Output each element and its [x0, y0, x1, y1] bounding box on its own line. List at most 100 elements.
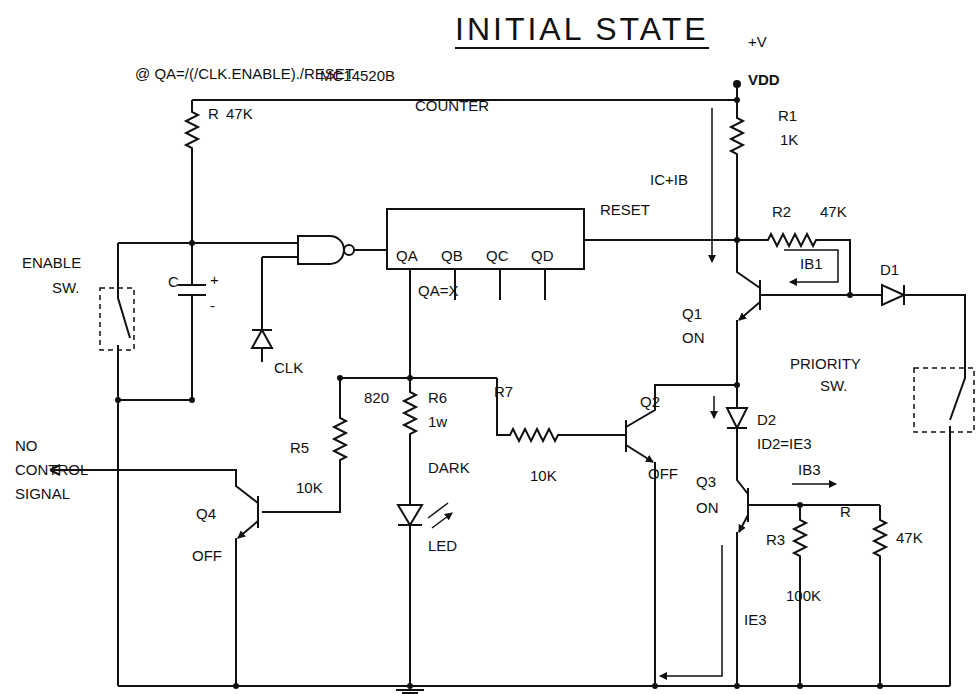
component-name: Q2 [640, 394, 660, 411]
emitter-arrow [238, 521, 258, 538]
junction-dot [797, 502, 803, 508]
enable-switch-wire [118, 243, 192, 686]
junction-dot [734, 382, 740, 388]
junction-dot [407, 683, 413, 689]
pin-name: QA [396, 248, 418, 265]
component-name: C [168, 274, 179, 291]
gate-input-wire [192, 243, 298, 257]
clk-diode-symbol [252, 257, 272, 362]
component-name: R6 [428, 390, 447, 407]
component-value: 47K [226, 106, 253, 123]
component-name: R7 [494, 384, 513, 401]
switch-label: SW. [52, 280, 80, 297]
signal-name: NO [15, 438, 38, 455]
junction-dot [652, 683, 658, 689]
state-label: OFF [192, 548, 222, 565]
junction-dot [734, 683, 740, 689]
led-light-arrow [428, 503, 452, 528]
ground-symbol [396, 690, 424, 693]
pin-name: QB [441, 248, 463, 265]
junction-dot [797, 683, 803, 689]
switch-label: ENABLE [22, 255, 81, 272]
component-name: R5 [290, 440, 309, 457]
component-name: Q1 [682, 306, 702, 323]
signal-name: QA=X [418, 283, 458, 300]
counter-ic-box: MC14520BCOUNTERQAQBQCQD [386, 208, 585, 270]
component-value: 100K [786, 588, 821, 605]
current-arrow [792, 483, 836, 485]
inverter-bubble [344, 245, 354, 255]
resistor-symbol [262, 378, 346, 512]
junction-dot [189, 397, 195, 403]
signal-name: CLK [274, 360, 303, 377]
junction-dot [734, 237, 740, 243]
current-label: IB3 [798, 462, 821, 479]
component-name: Q3 [696, 474, 716, 491]
wire [736, 532, 738, 686]
block-title: COUNTER [415, 98, 489, 115]
junction-dot [847, 292, 853, 298]
junction-dot [733, 80, 741, 88]
switch-outline [100, 288, 134, 350]
component-name: Q4 [196, 506, 216, 523]
supply-label: VDD [748, 72, 780, 89]
component-name: R1 [778, 108, 797, 125]
component-name: R [840, 504, 851, 521]
component-value: 1K [780, 132, 798, 149]
junction-dot [877, 683, 883, 689]
capacitor-symbol [178, 243, 206, 400]
state-label: DARK [428, 460, 470, 477]
current-arrow [711, 108, 713, 262]
resistor-symbol [497, 378, 626, 441]
state-label: OFF [648, 466, 678, 483]
current-arrow [784, 250, 838, 282]
transistor-q1 [731, 110, 760, 310]
junction-dot [115, 397, 121, 403]
state-label: ON [696, 500, 719, 517]
supply-label: +V [748, 34, 767, 51]
resistor-symbol [585, 234, 850, 295]
current-label: IE3 [744, 612, 767, 629]
diode-d1-symbol [850, 285, 965, 686]
resistor-symbol [340, 270, 497, 505]
wire [235, 538, 237, 686]
nand-gate-symbol [298, 236, 344, 264]
emitter-arrow [739, 515, 748, 532]
current-arrow [660, 545, 722, 676]
component-value: 47K [820, 204, 847, 221]
ground-rail [118, 685, 950, 687]
junction-dot [407, 375, 413, 381]
current-arrow [713, 396, 715, 418]
component-name: D1 [880, 262, 899, 279]
state-label: ON [682, 330, 705, 347]
transistor-q2 [626, 385, 737, 452]
counter-output-pin [455, 270, 545, 300]
component-name: D2 [757, 412, 776, 429]
transistor-q4 [50, 470, 258, 528]
component-rating: 1w [428, 414, 447, 431]
wire [654, 462, 656, 686]
polarity-mark: - [210, 298, 215, 315]
current-label: ID2=IE3 [757, 436, 812, 453]
transistor-q3 [727, 408, 880, 522]
component-name: LED [428, 538, 457, 555]
resistor-symbol [874, 505, 886, 686]
diagram-title: INITIAL STATE [455, 12, 709, 49]
component-name: R3 [766, 532, 785, 549]
emitter-arrow [739, 302, 760, 320]
current-label: IC+IB [650, 172, 688, 189]
component-value: 10K [296, 480, 323, 497]
equation-note: @ QA=/(/CLK.ENABLE)./RESET [135, 66, 354, 83]
component-name: R2 [772, 204, 791, 221]
signal-name: RESET [600, 202, 650, 219]
wire [736, 320, 738, 408]
switch-label: PRIORITY [790, 356, 861, 373]
component-name: R [208, 106, 219, 123]
junction-dot [233, 683, 239, 689]
switch-label: SW. [820, 378, 848, 395]
signal-name: CONTROL [15, 462, 88, 479]
led-symbol [398, 505, 422, 686]
emitter-arrow [626, 445, 653, 462]
junction-dot [734, 97, 740, 103]
resistor-symbol [186, 100, 198, 243]
